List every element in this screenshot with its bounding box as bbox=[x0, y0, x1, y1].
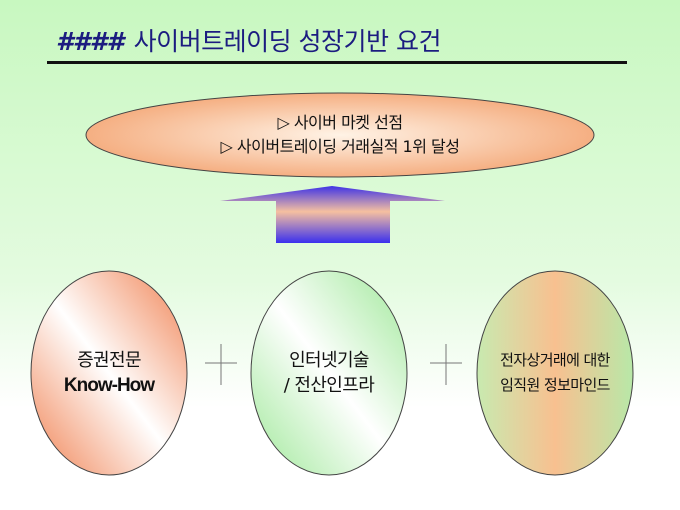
requirement-line: / 전산인프라 bbox=[283, 375, 375, 396]
requirement-line: 인터넷기술 bbox=[289, 350, 369, 371]
slide-title: #### 사이버트레이딩 성장기반 요건 bbox=[56, 22, 442, 58]
requirement-line: Know-How bbox=[63, 375, 155, 396]
requirement-text-3: 전자상거래에 대한 임직원 정보마인드 bbox=[472, 271, 638, 475]
up-arrow bbox=[220, 186, 445, 243]
requirement-line: 증권전문 bbox=[77, 350, 141, 371]
title-underline bbox=[47, 61, 627, 64]
requirement-ellipse-1 bbox=[30, 270, 188, 476]
requirement-ellipse-3 bbox=[476, 270, 634, 476]
requirement-line: 전자상거래에 대한 bbox=[500, 351, 610, 369]
requirement-text-1: 증권전문 Know-How bbox=[31, 271, 187, 475]
goal-line: ▷ 사이버 마켓 선점 bbox=[277, 113, 403, 132]
plus-icon bbox=[430, 344, 462, 385]
requirement-line: 임직원 정보마인드 bbox=[500, 376, 610, 394]
goal-text: ▷ 사이버 마켓 선점 ▷ 사이버트레이딩 거래실적 1위 달성 bbox=[86, 93, 594, 177]
goal-line: ▷ 사이버트레이딩 거래실적 1위 달성 bbox=[220, 137, 460, 156]
goal-ellipse bbox=[85, 92, 595, 178]
title-text: 사이버트레이딩 성장기반 요건 bbox=[133, 27, 442, 56]
title-hash: #### bbox=[56, 27, 124, 56]
requirement-text-2: 인터넷기술 / 전산인프라 bbox=[251, 271, 407, 475]
plus-icon bbox=[205, 344, 237, 385]
requirement-ellipse-2 bbox=[250, 270, 408, 476]
